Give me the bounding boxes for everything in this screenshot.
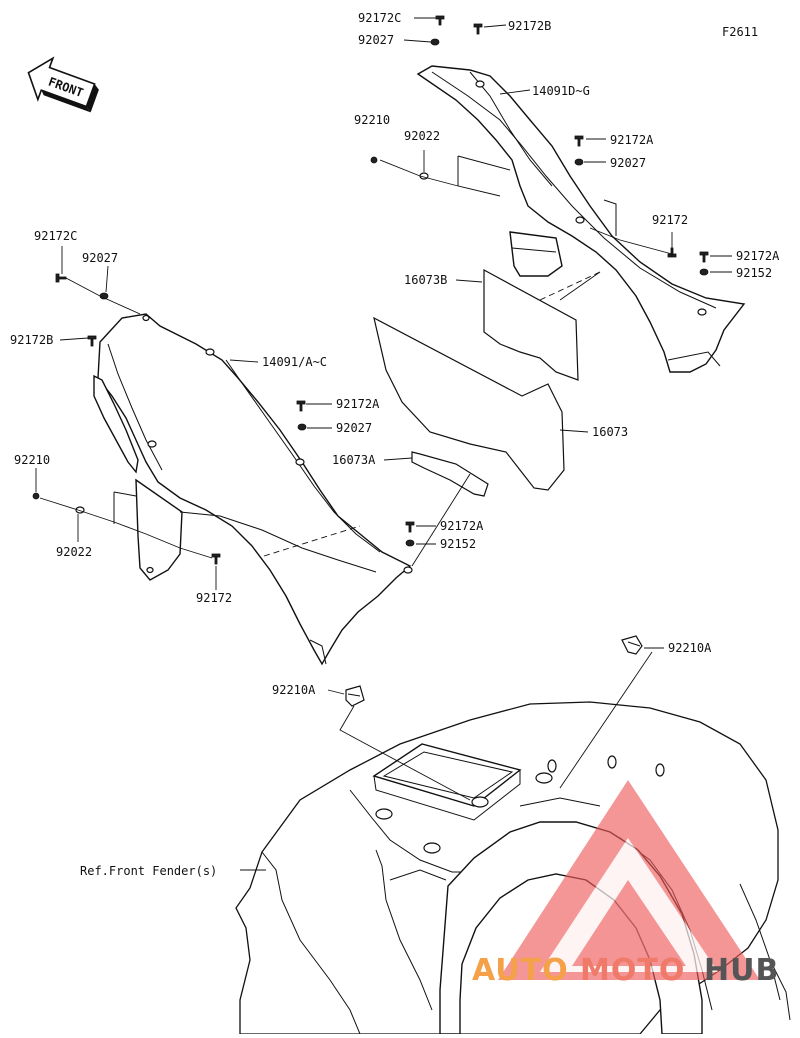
fastener-screw-92172a-top <box>574 135 584 147</box>
fastener-rivet-92210-top <box>370 156 378 164</box>
callout-92172-upper: 92172 <box>652 213 688 227</box>
fastener-screw-92172a-right <box>699 251 709 263</box>
callout-92027-left: 92027 <box>82 251 118 265</box>
callout-14091d-g: 14091D~G <box>532 84 590 98</box>
callout-92172c-top: 92172C <box>358 11 401 25</box>
callout-92027-mid: 92027 <box>336 421 372 435</box>
fastener-clip-92210a-left <box>345 685 365 707</box>
callout-92172b-left: 92172B <box>10 333 53 347</box>
fastener-screw-92172b-top <box>473 23 483 35</box>
callout-92152-lower: 92152 <box>440 537 476 551</box>
cover-14091-a-c <box>93 313 413 666</box>
fastener-screw-92172a-lower <box>405 521 415 533</box>
callout-16073: 16073 <box>592 425 628 439</box>
fastener-rivet-92210-left <box>32 492 40 500</box>
fastener-nut-92027-upper <box>574 158 584 166</box>
fastener-clip-92210a-right <box>621 635 643 655</box>
fastener-nut-92152-right <box>699 268 709 276</box>
watermark-hub: HUB <box>704 953 779 988</box>
callout-92210a-right: 92210A <box>668 641 712 655</box>
callout-92172c-left: 92172C <box>34 229 77 243</box>
leader-lines <box>35 17 732 871</box>
pad-16073b <box>483 268 579 381</box>
callout-92172a-mid: 92172A <box>336 397 380 411</box>
assembly-line-1 <box>263 525 361 557</box>
front-direction-arrow: FRONT <box>27 56 99 113</box>
fastener-screw-92172-lower <box>211 553 221 565</box>
callout-92210-top: 92210 <box>354 113 390 127</box>
pad-16073 <box>373 316 565 491</box>
callout-92022-top: 92022 <box>404 129 440 143</box>
fastener-nut-92152-lower <box>405 539 415 547</box>
cover-14091d-g <box>416 65 746 373</box>
figure-code: F2611 <box>722 25 758 39</box>
fastener-screw-92172c-left <box>55 273 67 283</box>
callout-92172a-lower: 92172A <box>440 519 484 533</box>
callout-92152-right: 92152 <box>736 266 772 280</box>
fastener-screw-92172b-left <box>87 335 97 347</box>
callout-92172b-top: 92172B <box>508 19 551 33</box>
callout-16073b: 16073B <box>404 273 447 287</box>
watermark-auto: AUTO <box>472 953 569 988</box>
watermark-moto: MOTO <box>580 953 685 988</box>
fastener-screw-92172c-top <box>435 15 445 26</box>
pad-16073a <box>411 451 489 497</box>
callout-92172a-upper: 92172A <box>610 133 654 147</box>
callout-92022-left: 92022 <box>56 545 92 559</box>
callout-92172a-right: 92172A <box>736 249 780 263</box>
fastener-nut-92027-mid <box>297 423 307 431</box>
callout-16073a: 16073A <box>332 453 376 467</box>
fastener-nut-92027-top <box>430 38 440 46</box>
callout-14091-a-c: 14091/A~C <box>262 355 327 369</box>
callout-92210-left: 92210 <box>14 453 50 467</box>
callout-92027-top: 92027 <box>358 33 394 47</box>
callout-92172-lower: 92172 <box>196 591 232 605</box>
reference-front-fender-label: Ref.Front Fender(s) <box>80 864 217 878</box>
callout-92027-upper: 92027 <box>610 156 646 170</box>
callout-92210a-left: 92210A <box>272 683 316 697</box>
fastener-screw-92172a-mid <box>296 400 306 412</box>
watermark-logo <box>498 780 760 980</box>
assembly-line-2 <box>539 271 601 301</box>
